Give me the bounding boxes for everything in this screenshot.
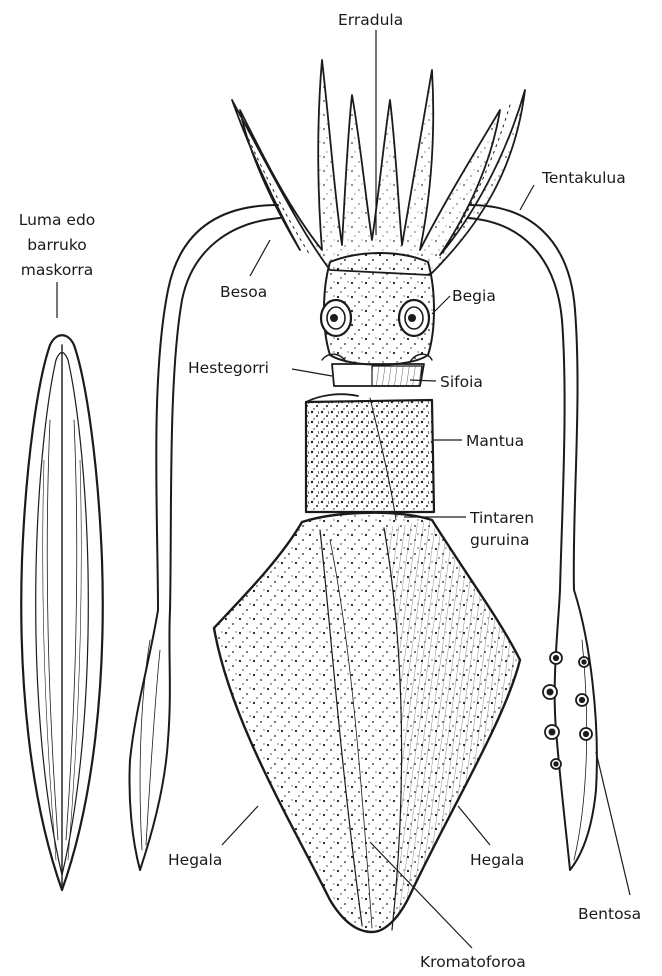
right-eye-drawing: [399, 300, 429, 336]
label-luma-line1: Luma edo: [2, 210, 112, 230]
arms-drawing: [232, 60, 525, 275]
label-besoa: Besoa: [220, 282, 267, 302]
label-tentakulua: Tentakulua: [542, 168, 626, 188]
label-begia: Begia: [452, 286, 496, 306]
label-luma-line2: barruko: [2, 235, 112, 255]
label-kromatoforoa: Kromatoforoa: [420, 952, 526, 972]
head-drawing: [321, 253, 434, 386]
label-sifoia: Sifoia: [440, 372, 483, 392]
left-tentacle-drawing: [129, 205, 280, 870]
label-bentosa: Bentosa: [578, 904, 641, 924]
left-eye-drawing: [321, 300, 351, 336]
gladius-drawing: [21, 335, 102, 890]
label-hegala-left: Hegala: [168, 850, 222, 870]
mantle-drawing: [306, 394, 434, 520]
label-tintaren-line2: guruina: [470, 530, 530, 550]
label-hegala-right: Hegala: [470, 850, 524, 870]
label-mantua: Mantua: [466, 431, 524, 451]
label-luma-line3: maskorra: [2, 260, 112, 280]
label-tintaren-line1: Tintaren: [470, 508, 534, 528]
label-erradula: Erradula: [338, 10, 403, 30]
label-hestegorri: Hestegorri: [188, 358, 269, 378]
